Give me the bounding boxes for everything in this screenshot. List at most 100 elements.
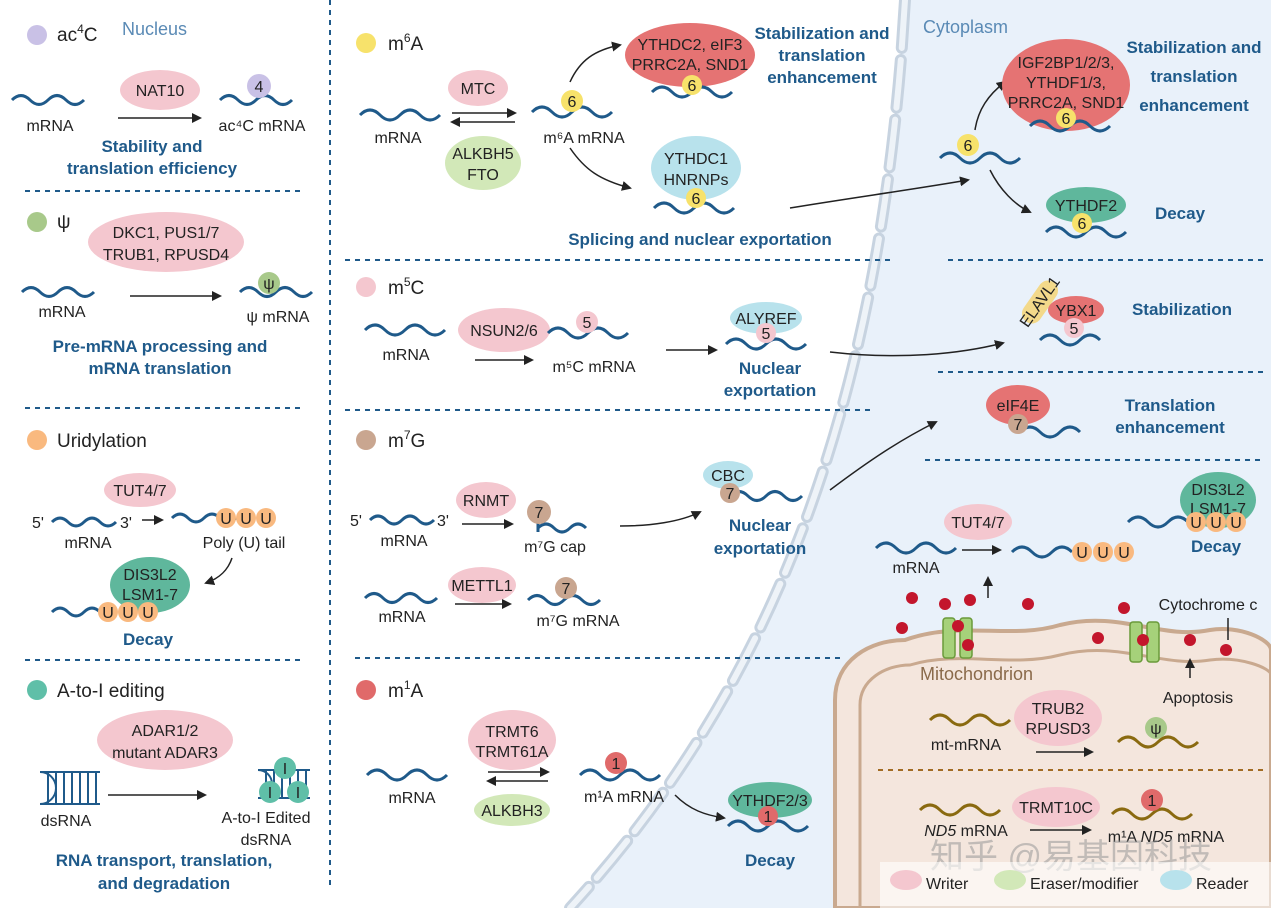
svg-text:IGF2BP1/2/3,: IGF2BP1/2/3, <box>1018 55 1115 72</box>
m7g-substrate-wave <box>368 514 436 526</box>
svg-text:DIS3L2: DIS3L2 <box>1191 482 1244 499</box>
m1a-substrate-wave <box>365 768 449 782</box>
cytoplasm-label: Cytoplasm <box>923 17 1008 37</box>
psi-dot <box>27 212 47 232</box>
psi-writer-1: DKC1, PUS1/7 <box>113 225 220 242</box>
m7g-dot <box>356 430 376 450</box>
m5c-substrate-wave <box>363 323 447 337</box>
svg-text:Stabilization and: Stabilization and <box>1126 38 1261 57</box>
atoi-badges: I I I <box>259 757 309 803</box>
uri-mrna-label: mRNA <box>64 535 111 552</box>
ythdf23-label: YTHDF2/3 <box>732 793 808 810</box>
nsun-label: NSUN2/6 <box>470 323 538 340</box>
uri-curved-arrow <box>204 557 233 586</box>
cyto-m6a: 6 IGF2BP1/2/3, YTHDF1/3, PRRC2A, SND1 6 … <box>938 38 1262 239</box>
svg-text:enhancement: enhancement <box>1139 96 1249 115</box>
svg-text:TRMT10C: TRMT10C <box>1019 800 1093 817</box>
svg-text:Decay: Decay <box>1191 537 1242 556</box>
m6a-nuclear-reader-b <box>651 136 741 200</box>
svg-text:6: 6 <box>688 78 697 95</box>
uridylation-dot <box>27 430 47 450</box>
ac4c-effect-2: translation efficiency <box>67 159 238 178</box>
m6a-mrna-label: mRNA <box>374 130 421 147</box>
svg-text:U: U <box>1210 515 1222 532</box>
atoi-title: A-to-I editing <box>57 681 165 702</box>
m6a-effect-a1: Stabilization and <box>754 24 889 43</box>
svg-text:I: I <box>283 761 287 778</box>
svg-text:enhancement: enhancement <box>1115 418 1225 437</box>
psi-badge <box>258 272 280 294</box>
m6a-section: m6A MTC mRNA ALKBH5 FTO 6 m⁶A mRNA YTHDC… <box>356 23 970 249</box>
mito-channels <box>896 592 1232 663</box>
cyto-m6a-up-arrow <box>974 80 1007 131</box>
ac4c-dot <box>27 25 47 45</box>
psi-product: ψ mRNA <box>247 309 310 326</box>
svg-text:7: 7 <box>726 486 735 503</box>
ac4c-effect-1: Stability and <box>101 137 202 156</box>
uri-decay-wave <box>50 606 102 618</box>
svg-text:Decay: Decay <box>1155 204 1206 223</box>
svg-text:6: 6 <box>1062 111 1071 128</box>
reader-a-2: PRRC2A, SND1 <box>632 57 749 74</box>
m7g-product-wave <box>536 522 588 534</box>
nat10-writer <box>120 70 200 110</box>
tut47-label: TUT4/7 <box>113 483 166 500</box>
atoi-effect-1: RNA transport, translation, <box>56 851 273 870</box>
legend: Writer Eraser/modifier Reader <box>880 862 1271 908</box>
mettl1-label: METTL1 <box>451 578 512 595</box>
svg-text:YTHDF1/3,: YTHDF1/3, <box>1026 75 1106 92</box>
m6a-effect-a2: translation <box>779 46 866 65</box>
psi-effect-1: Pre-mRNA processing and <box>53 337 268 356</box>
m5c-effect-1: Nuclear <box>739 359 802 378</box>
svg-text:translation: translation <box>1151 67 1238 86</box>
svg-text:7: 7 <box>535 505 544 522</box>
svg-text:ND5 mRNA: ND5 mRNA <box>924 823 1008 840</box>
m1a-decay-arrow <box>674 794 726 822</box>
m1a-dot <box>356 680 376 700</box>
svg-text:TRUB2: TRUB2 <box>1032 701 1085 718</box>
nsun-writer <box>458 308 550 352</box>
mettl1-writer <box>448 567 516 603</box>
svg-text:U: U <box>220 511 232 528</box>
rnmt-label: RNMT <box>463 493 509 510</box>
svg-text:eIF4E: eIF4E <box>997 398 1040 415</box>
alkbh5-fto-eraser <box>445 136 521 190</box>
ac4c-product: ac⁴C mRNA <box>219 118 306 135</box>
m7g-mettl1-substrate <box>363 592 439 604</box>
m7g-export-arrow <box>619 511 702 527</box>
m6a-upper-arrow <box>569 41 622 83</box>
legend-eraser-swatch <box>994 870 1026 890</box>
m1a-product: m¹A mRNA <box>584 789 664 806</box>
m7g-product2: m⁷G mRNA <box>536 613 619 630</box>
svg-text:Translation: Translation <box>1125 396 1216 415</box>
m7g-to-cyto-arrow <box>829 421 938 491</box>
m5c-product-wave <box>546 326 630 340</box>
reader-a-1: YTHDC2, eIF3 <box>638 37 743 54</box>
svg-text:TUT4/7: TUT4/7 <box>951 515 1004 532</box>
legend-eraser: Eraser/modifier <box>1030 876 1139 893</box>
mitochondrion-label: Mitochondrion <box>920 664 1033 684</box>
svg-text:U: U <box>142 605 154 622</box>
m6a-dot <box>356 33 376 53</box>
svg-text:RPUSD3: RPUSD3 <box>1026 721 1091 738</box>
uri-substrate-wave <box>50 516 118 528</box>
m7g-5prime: 5' <box>350 513 362 530</box>
svg-text:U: U <box>1190 515 1202 532</box>
m5c-product: m⁵C mRNA <box>552 359 635 376</box>
svg-text:5: 5 <box>583 315 592 332</box>
m7g-mrna-label: mRNA <box>380 533 427 550</box>
m1a-product-wave <box>578 768 662 782</box>
adar-writer <box>97 710 233 770</box>
legend-reader-swatch <box>1160 870 1192 890</box>
ac4c-badge-text: 4 <box>255 79 264 96</box>
dsrna-hairpin <box>39 771 100 805</box>
rnmt-writer <box>456 482 516 518</box>
alyref-label: ALYREF <box>735 311 796 328</box>
uri-decay-u: U U U <box>98 602 158 622</box>
svg-text:mRNA: mRNA <box>892 560 939 577</box>
cytochrome-c-label: Cytochrome c <box>1159 597 1258 614</box>
m6a-export-arrow <box>789 176 970 209</box>
trmt10c-writer <box>1012 787 1100 827</box>
